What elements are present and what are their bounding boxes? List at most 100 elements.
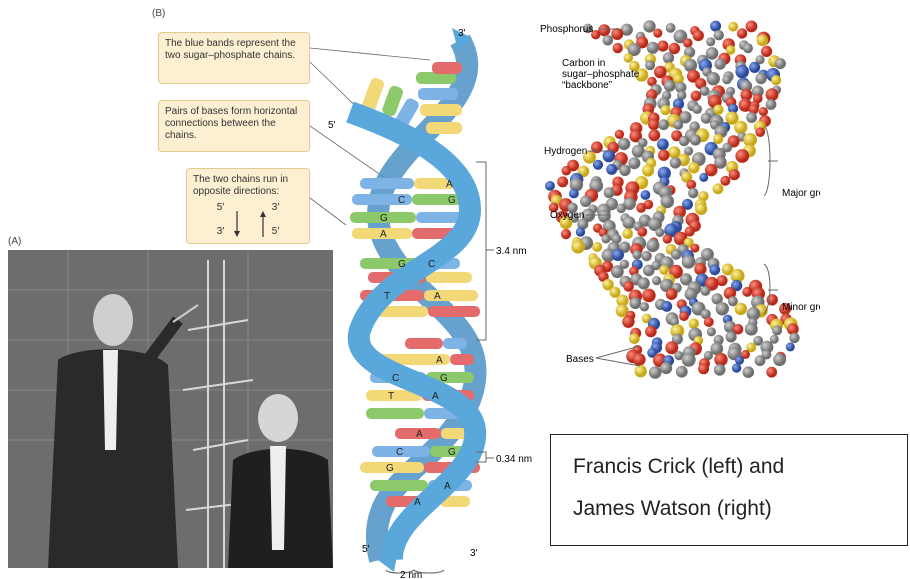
atom	[580, 196, 592, 208]
atom	[713, 183, 724, 194]
atom	[745, 323, 758, 336]
atom	[742, 287, 752, 297]
atom	[676, 366, 688, 378]
atom	[714, 364, 726, 376]
atom	[663, 52, 674, 63]
atom	[693, 30, 704, 41]
atom	[638, 277, 650, 289]
atom	[659, 265, 669, 275]
atom	[755, 355, 766, 366]
crick-watson-photo	[8, 250, 333, 568]
base-letter: A	[416, 429, 423, 440]
atom	[606, 164, 617, 175]
base-letter: A	[436, 355, 443, 366]
base-pair	[372, 306, 480, 317]
base-letter: C	[396, 447, 403, 458]
left-5prime-label: 5′	[328, 120, 336, 131]
atom	[709, 264, 720, 275]
base-spacing-label: 0.34 nm	[496, 454, 532, 465]
atom	[646, 239, 659, 252]
atom	[652, 276, 661, 285]
major-groove-brace	[764, 126, 778, 196]
atom	[761, 46, 772, 57]
atom	[699, 173, 708, 182]
atom	[637, 227, 647, 237]
atom	[732, 363, 741, 372]
atom	[743, 43, 753, 53]
atom	[613, 43, 623, 53]
atom	[734, 121, 747, 134]
atom	[645, 60, 655, 70]
atom	[619, 165, 630, 176]
base-letter: C	[398, 195, 405, 206]
atom	[735, 65, 749, 79]
atom	[569, 189, 579, 199]
base-letter: A	[434, 291, 441, 302]
atom	[603, 35, 614, 46]
atom	[641, 251, 651, 261]
atom	[786, 342, 795, 351]
atom	[649, 366, 662, 379]
atom	[735, 303, 747, 315]
base-letter: A	[380, 229, 387, 240]
base-letter: T	[384, 291, 390, 302]
atom	[561, 229, 571, 239]
atom	[663, 234, 672, 243]
atom	[701, 286, 711, 296]
atom	[653, 29, 662, 38]
atom	[673, 120, 683, 130]
base-letter: T	[388, 391, 394, 402]
atom	[612, 249, 624, 261]
atom	[647, 42, 659, 54]
atom	[726, 45, 735, 54]
atom	[755, 127, 765, 137]
bottom-3prime-label: 3′	[470, 548, 478, 559]
width-label: 2 nm	[400, 570, 422, 579]
atom	[640, 302, 649, 311]
hydrogen-label: Hydrogen	[544, 146, 587, 157]
atom	[642, 289, 656, 303]
atom	[545, 181, 555, 191]
atom	[694, 263, 706, 275]
atom	[726, 331, 737, 342]
atom	[618, 138, 630, 150]
atom	[704, 317, 714, 327]
atom	[643, 20, 655, 32]
atom	[658, 150, 669, 161]
base-letter: A	[444, 481, 451, 492]
atom	[772, 326, 782, 336]
atom	[682, 255, 696, 269]
atom	[737, 28, 747, 38]
atom	[773, 353, 786, 366]
oxygen-label: Oxygen	[550, 210, 584, 221]
atom	[611, 265, 624, 278]
carbon-label-line: Carbon insugar–phosphate“backbone”	[562, 58, 640, 91]
atom	[716, 302, 729, 315]
atom	[759, 107, 768, 116]
atom	[641, 190, 651, 200]
atom	[766, 367, 777, 378]
base-letter: A	[446, 179, 453, 190]
atom	[633, 353, 646, 366]
atom	[757, 35, 769, 47]
atom	[679, 136, 689, 146]
atom	[710, 21, 721, 32]
atom	[664, 80, 676, 92]
atom	[707, 327, 716, 336]
atom	[691, 91, 702, 102]
atom	[636, 203, 646, 213]
atom	[714, 58, 725, 69]
atom	[706, 37, 715, 46]
atom	[729, 169, 740, 180]
base-letter: A	[414, 497, 421, 508]
atom	[661, 301, 672, 312]
atom	[628, 157, 640, 169]
atom	[689, 318, 699, 328]
base-pair	[350, 212, 474, 223]
atom	[755, 73, 766, 84]
atom	[686, 180, 696, 190]
photo-caption-box: Francis Crick (left) and James Watson (r…	[550, 434, 908, 546]
atom	[660, 105, 670, 115]
atom	[706, 47, 719, 60]
atom	[615, 130, 624, 139]
